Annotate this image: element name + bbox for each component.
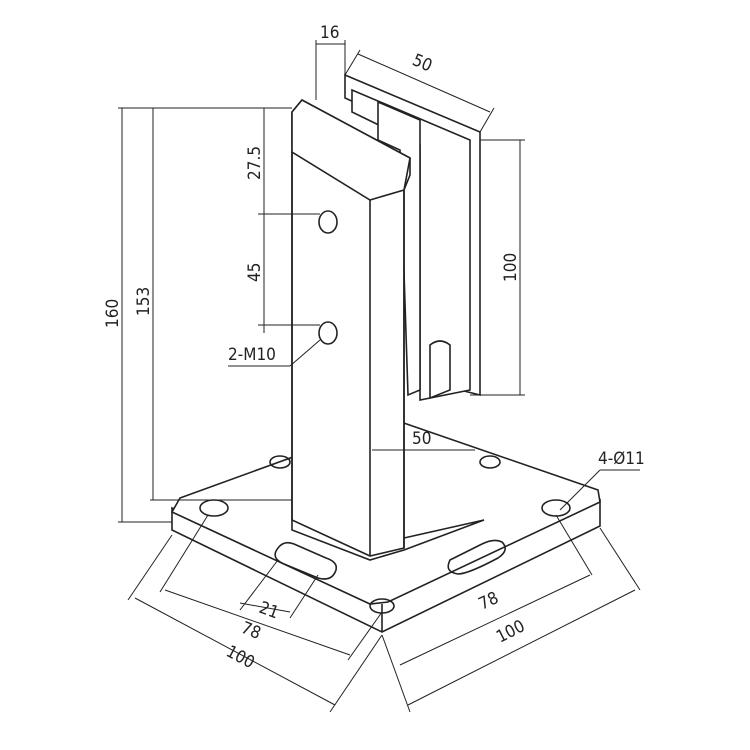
dim-78-right: 78 bbox=[476, 588, 502, 614]
dim-45: 45 bbox=[245, 263, 265, 282]
dim-100-channel: 100 bbox=[501, 253, 521, 282]
dim-50-top: 50 bbox=[409, 50, 435, 76]
dim-100-left: 100 bbox=[223, 642, 258, 673]
post-hole-bottom bbox=[318, 321, 338, 345]
dim-16: 16 bbox=[320, 23, 339, 43]
post-hole-top bbox=[318, 210, 338, 234]
dim-100-right: 100 bbox=[493, 616, 528, 647]
dim-27-5: 27.5 bbox=[245, 146, 265, 180]
dim-160: 160 bbox=[103, 299, 123, 328]
dim-153: 153 bbox=[134, 287, 154, 316]
callout-2-m10: 2-M10 bbox=[228, 345, 276, 365]
dimension-lines bbox=[118, 40, 641, 713]
post bbox=[291, 98, 485, 561]
dim-21: 21 bbox=[256, 598, 281, 623]
dim-78-left: 78 bbox=[238, 618, 264, 644]
dim-50-post: 50 bbox=[412, 429, 431, 449]
callout-4-d11: 4-Ø11 bbox=[598, 449, 645, 469]
